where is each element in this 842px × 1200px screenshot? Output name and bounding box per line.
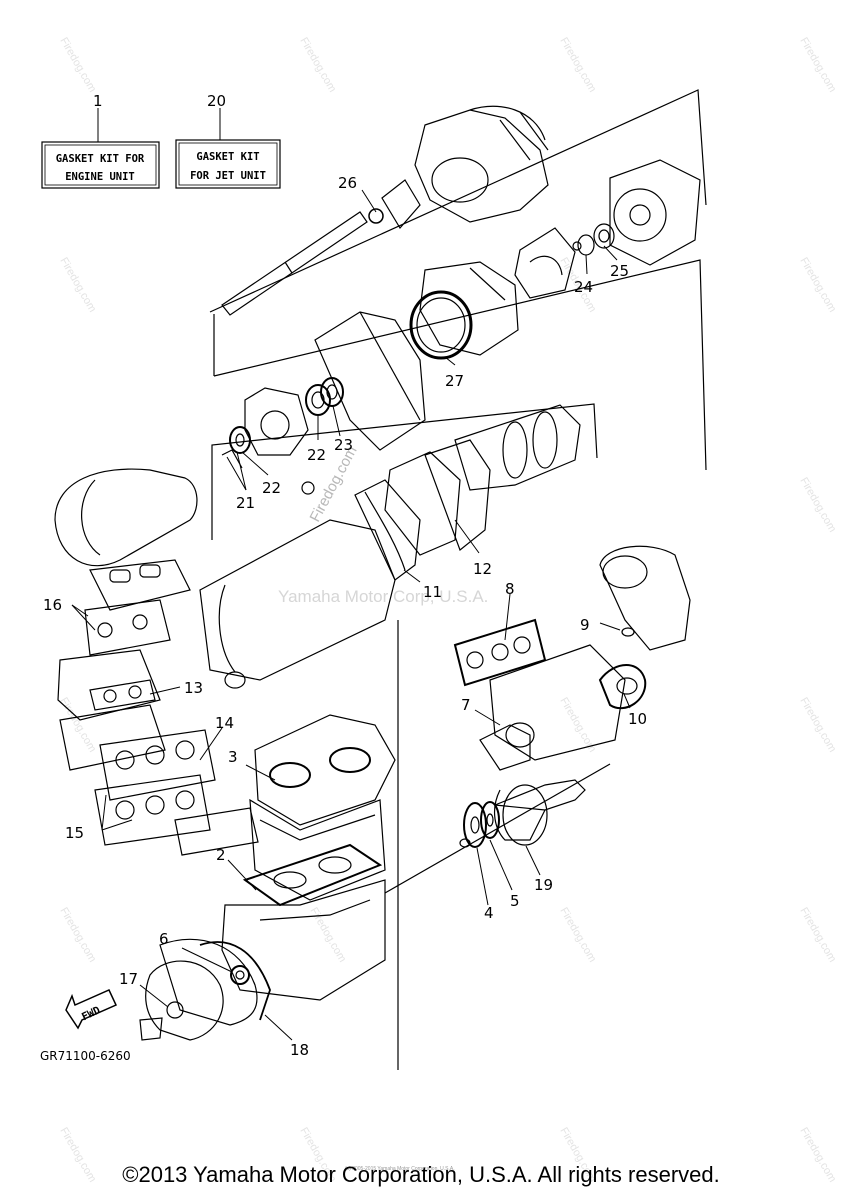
watermark-site: Firedog.com [57, 36, 98, 95]
callout-14: 14 [215, 714, 234, 732]
watermark-center: Yamaha Motor Corp, U.S.A. [278, 587, 488, 606]
callout-6: 6 [159, 930, 169, 948]
small-copyright: (c) 2005-2015 Yamaha Motor Corporation, … [345, 1166, 455, 1172]
callout-25: 25 [610, 262, 629, 280]
watermark-site: Firedog.com [797, 256, 838, 315]
watermark-site: Firedog.com [557, 36, 598, 95]
watermark-site: Firedog.com [557, 906, 598, 965]
callout-16: 16 [43, 596, 62, 614]
jet-kit-line1: GASKET KIT [196, 151, 259, 163]
fwd-arrow-icon: FWD [65, 989, 118, 1030]
callout-19: 19 [534, 876, 553, 894]
jet-pump-parts [221, 105, 701, 495]
watermark-site: Firedog.com [797, 906, 838, 965]
jet-kit-line2: FOR JET UNIT [190, 170, 266, 182]
diagram-code: GR71100-6260 [40, 1049, 131, 1063]
watermark-site: Firedog.com [307, 906, 348, 965]
watermark-site: Firedog.com [797, 696, 838, 755]
callout-7: 7 [461, 696, 471, 714]
callout-10: 10 [628, 710, 647, 728]
engine-kit-box: GASKET KIT FOR ENGINE UNIT [41, 141, 160, 189]
callout-9: 9 [580, 616, 590, 634]
callout-3: 3 [228, 748, 238, 766]
jet-kit-box: GASKET KIT FOR JET UNIT [175, 139, 281, 189]
callout-13: 13 [184, 679, 203, 697]
watermark-site: Firedog.com [57, 906, 98, 965]
watermark-site: Firedog.com [297, 36, 338, 95]
callout-1: 1 [93, 92, 103, 110]
engine-parts [54, 404, 691, 1041]
watermark-site: Firedog.com [57, 256, 98, 315]
callout-5: 5 [510, 892, 520, 910]
callout-15: 15 [65, 824, 84, 842]
watermark-site: Firedog.com [797, 476, 838, 535]
copyright-footer: ©2013 Yamaha Motor Corporation, U.S.A. A… [122, 1162, 720, 1187]
callout-4: 4 [484, 904, 494, 922]
callout-20: 20 [207, 92, 226, 110]
callout-12: 12 [473, 560, 492, 578]
engine-kit-line1: GASKET KIT FOR [56, 153, 145, 165]
callout-26: 26 [338, 174, 357, 192]
watermark-site: Firedog.com [797, 36, 838, 95]
callout-11: 11 [423, 583, 442, 601]
callout-22-upper: 22 [307, 446, 326, 464]
callout-23: 23 [334, 436, 353, 454]
watermark-layer: Firedog.com Firedog.com Firedog.com Fire… [57, 36, 838, 1185]
callout-22-lower: 22 [262, 479, 281, 497]
callout-21: 21 [236, 494, 255, 512]
callout-2: 2 [216, 846, 226, 864]
callout-8: 8 [505, 580, 515, 598]
engine-kit-line2: ENGINE UNIT [65, 171, 135, 183]
callout-18: 18 [290, 1041, 309, 1059]
leader-lines [71, 189, 631, 1041]
jet-pump-frame [209, 89, 707, 1070]
callout-17: 17 [119, 970, 138, 988]
callout-24: 24 [574, 278, 593, 296]
callout-27: 27 [445, 372, 464, 390]
callout-numbers: 1 20 26 25 24 27 22 23 22 21 12 11 8 9 1… [43, 92, 647, 1059]
